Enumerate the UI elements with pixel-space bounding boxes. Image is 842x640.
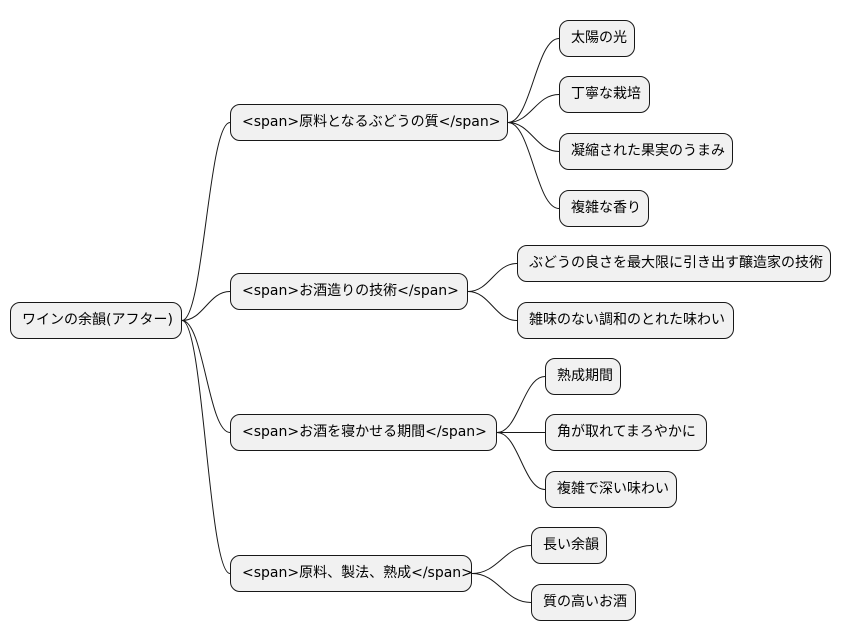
root-node: ワインの余韻(アフター) — [10, 302, 182, 339]
leaf-node-harmonious-taste: 雑味のない調和のとれた味わい — [517, 302, 734, 339]
leaf-node-long-finish: 長い余韻 — [531, 527, 607, 564]
branch-node-brewing-technique: <span>お酒造りの技術</span> — [230, 273, 468, 310]
connector-leaf-node-long-finish — [471, 545, 532, 574]
branch-node-aging-period: <span>お酒を寝かせる期間</span> — [230, 414, 497, 451]
connector-branch-node-aging-period — [181, 320, 231, 433]
leaf-node-complex-aroma: 複雑な香り — [559, 190, 649, 227]
leaf-node-mellow: 角が取れてまろやかに — [545, 414, 707, 451]
leaf-node-aging-period: 熟成期間 — [545, 358, 621, 395]
connector-branch-node-ingredients — [181, 122, 231, 321]
connector-leaf-node-winemaker-skill — [467, 263, 518, 292]
connector-leaf-node-complex-aroma — [507, 122, 560, 209]
leaf-node-sunlight: 太陽の光 — [559, 20, 635, 57]
leaf-node-careful-cultivation: 丁寧な栽培 — [559, 76, 650, 113]
connector-leaf-node-aging-period — [496, 376, 546, 433]
connector-leaf-node-quality-wine — [471, 573, 532, 603]
leaf-node-concentrated-fruit: 凝縮された果実のうまみ — [559, 133, 733, 170]
connector-leaf-node-harmonious-taste — [467, 291, 518, 321]
branch-node-ingredients-method-aging: <span>原料、製法、熟成</span> — [230, 555, 473, 592]
connector-branch-node-ingredients-method-aging — [181, 320, 231, 574]
connector-branch-node-brewing-technique — [181, 291, 231, 321]
branch-node-ingredients: <span>原料となるぶどうの質</span> — [230, 104, 508, 141]
leaf-node-winemaker-skill: ぶどうの良さを最大限に引き出す醸造家の技術 — [517, 245, 831, 282]
leaf-node-deep-taste: 複雑で深い味わい — [545, 471, 677, 508]
leaf-node-quality-wine: 質の高いお酒 — [531, 584, 636, 621]
connector-leaf-node-concentrated-fruit — [507, 122, 560, 152]
connector-leaf-node-deep-taste — [496, 432, 546, 490]
connector-leaf-node-careful-cultivation — [507, 94, 560, 123]
connector-leaf-node-sunlight — [507, 38, 560, 123]
